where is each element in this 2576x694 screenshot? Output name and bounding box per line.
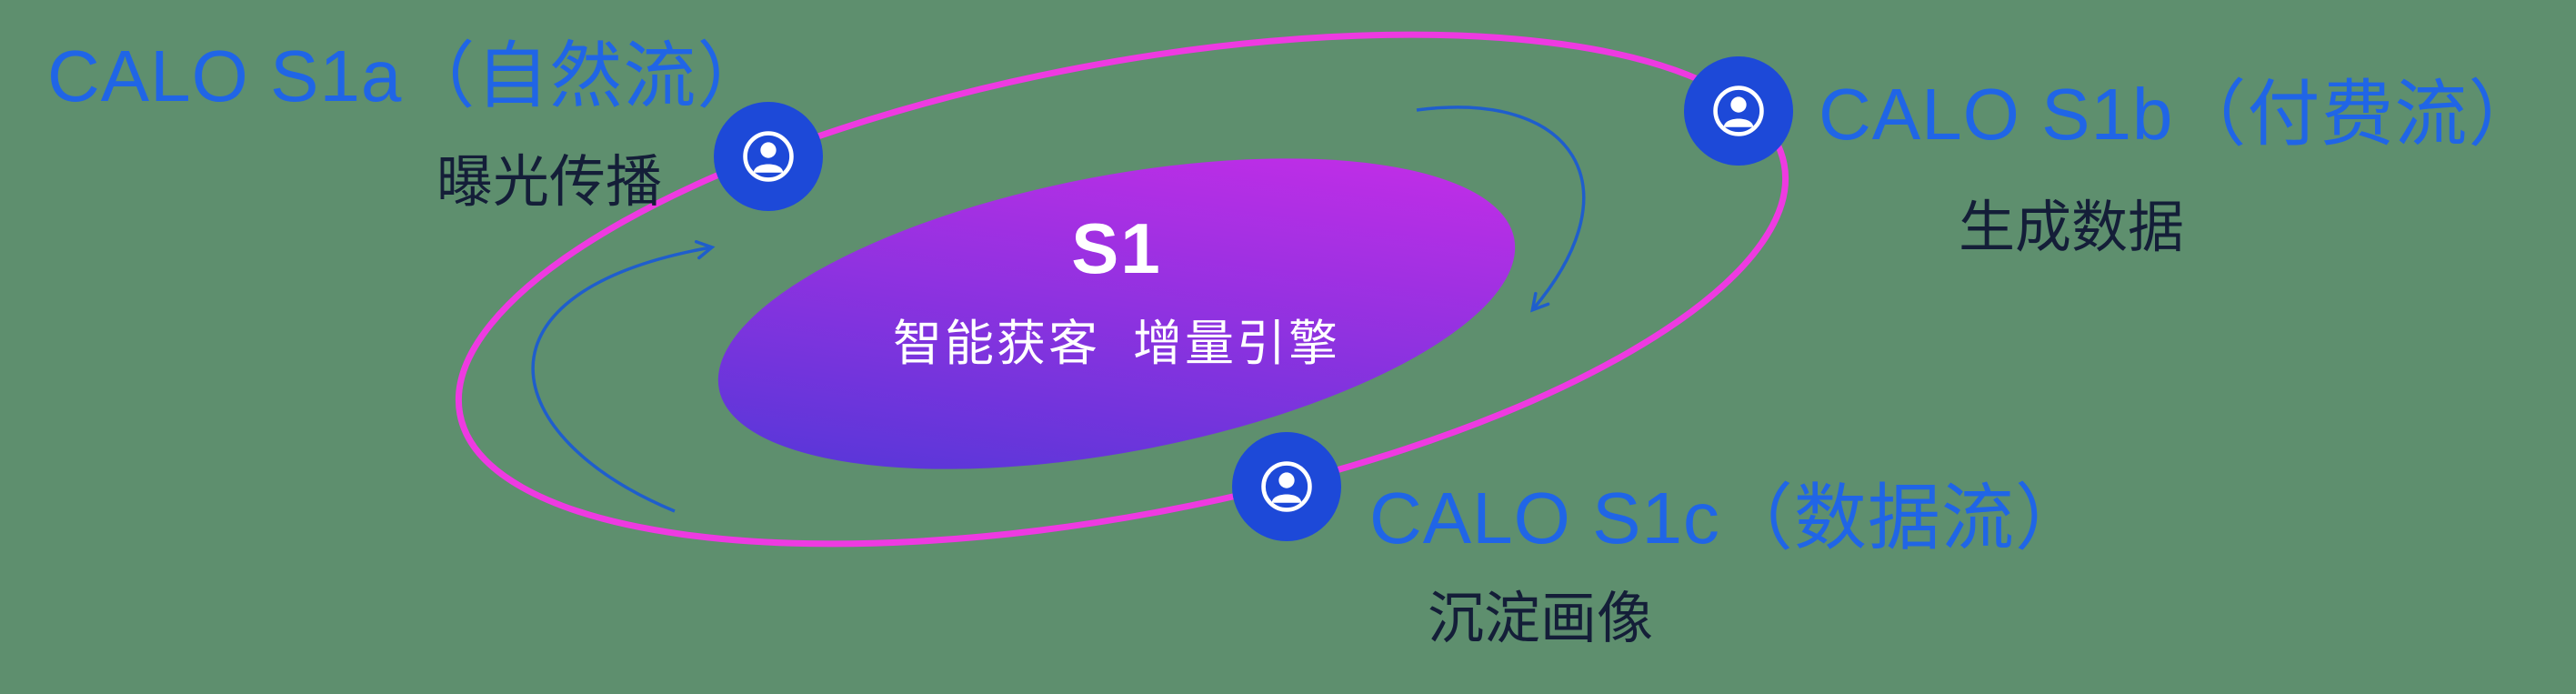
label-s1a-subtitle: 曝光传播 (436, 151, 663, 214)
label-s1b-subtitle: 生成数据 (1959, 196, 2185, 259)
label-s1a-title: CALO S1a（自然流） (47, 35, 771, 116)
core-label: S1 智能获客 增量引擎 (893, 207, 1340, 375)
user-icon (1713, 85, 1764, 136)
flow-arrow-right (1416, 106, 1586, 313)
user-icon (1261, 461, 1312, 512)
label-s1b-title: CALO S1b（付费流） (1819, 74, 2542, 155)
label-s1c-title: CALO S1c（数据流） (1369, 478, 2089, 558)
orbit-ring (455, 31, 1789, 548)
node-s1b (1684, 56, 1793, 166)
user-icon (743, 131, 794, 182)
core-subtitle: 智能获客 增量引擎 (892, 317, 1341, 371)
label-s1c-subtitle: 沉淀画像 (1428, 588, 1654, 650)
node-s1a (714, 102, 823, 211)
node-s1c (1232, 432, 1341, 541)
core-ellipse (717, 158, 1516, 469)
core-title: S1 (1071, 208, 1162, 288)
flow-arrow-left (531, 240, 716, 513)
